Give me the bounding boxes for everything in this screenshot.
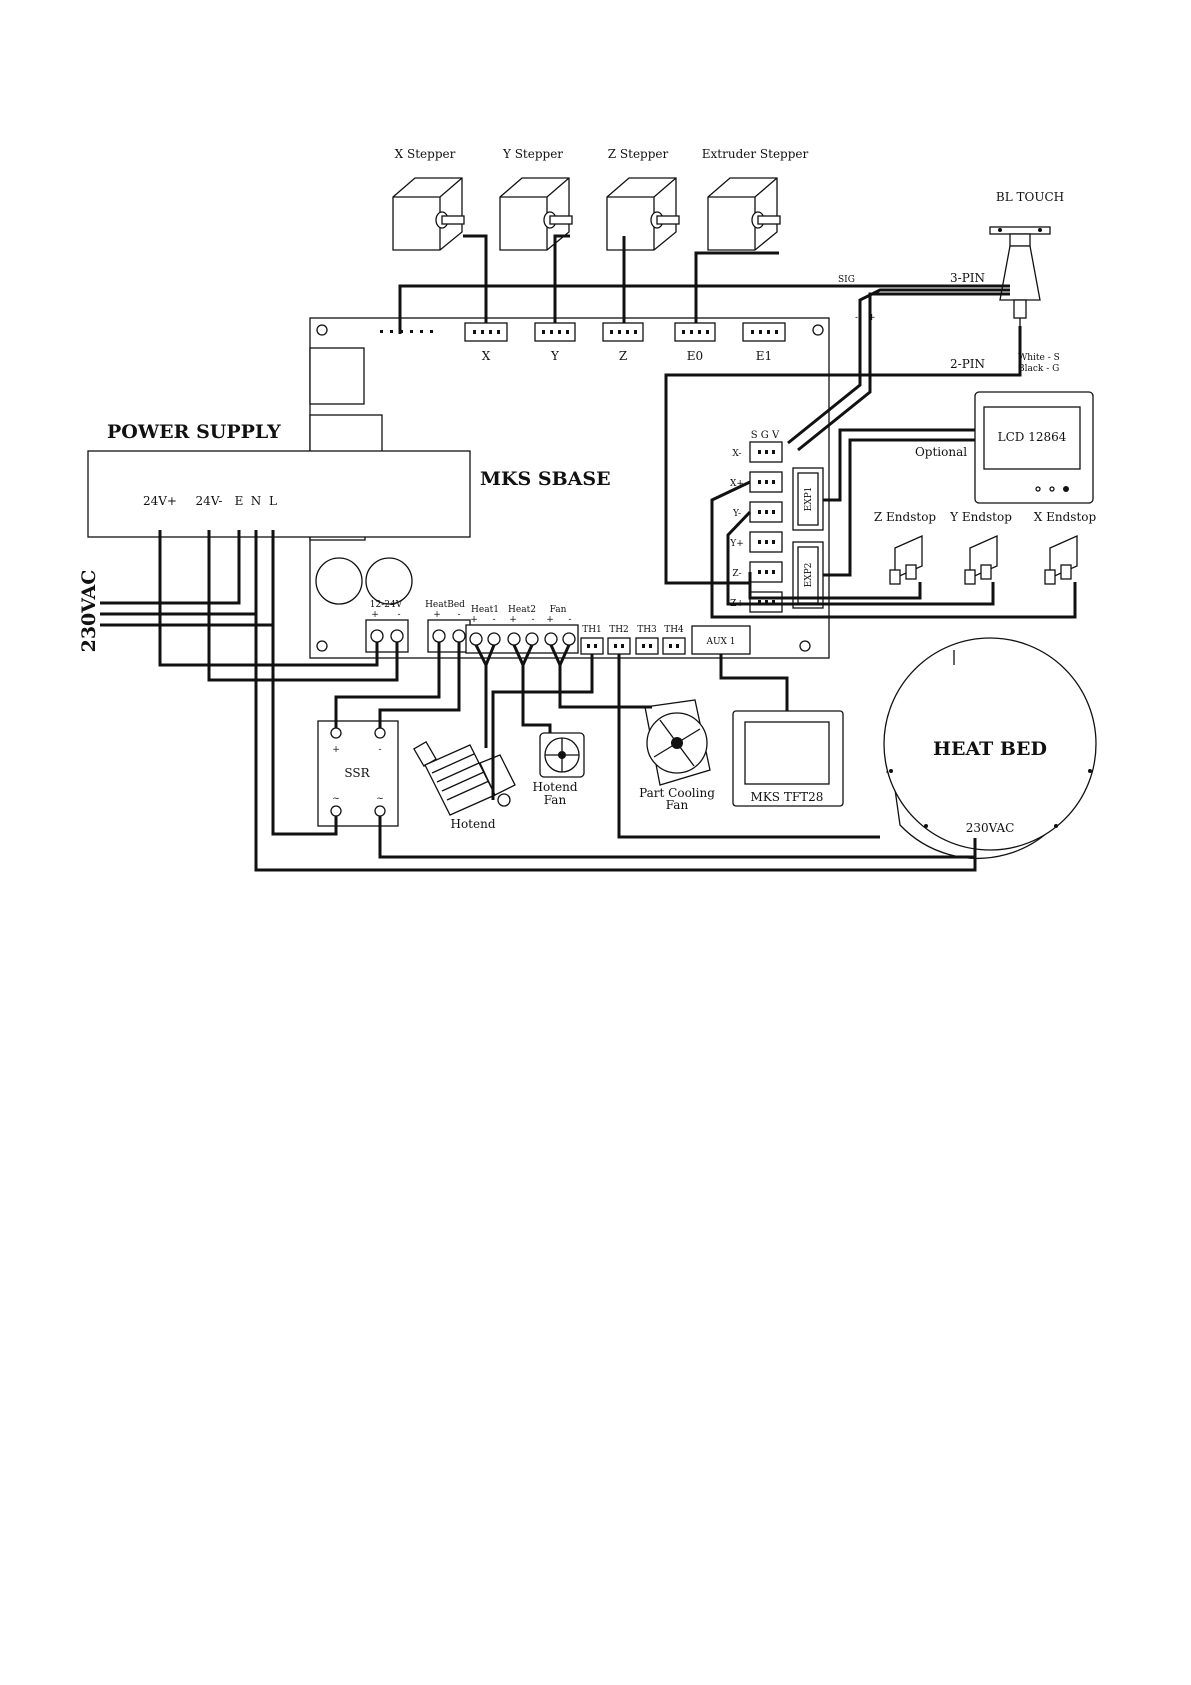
exp2-label: EXP2	[804, 563, 814, 588]
part-cooling-fan: Part Cooling Fan	[639, 699, 715, 812]
port-z: Z	[619, 349, 627, 363]
th2-label: TH2	[609, 625, 629, 635]
th4-label: TH4	[664, 625, 684, 635]
endstop-ports: S G V X- X+ Y- Y+ Z- Z+	[729, 430, 783, 613]
board-title: MKS SBASE	[480, 468, 611, 490]
port-e0: E0	[687, 349, 703, 363]
th1-label: TH1	[582, 625, 602, 635]
bltouch-2pin: 2-PIN	[950, 357, 985, 371]
power-supply-title: POWER SUPPLY	[107, 421, 281, 443]
motor-ports: X Y Z E0 E1	[464, 322, 786, 363]
hotend-fan: Hotend Fan	[532, 732, 585, 807]
bltouch-labels: SIG 3-PIN - + 2-PIN White - S Black - G	[838, 271, 1060, 374]
wires	[100, 234, 1077, 872]
bltouch-white: White - S	[1018, 353, 1060, 363]
endstop-port-y-plus: Y+	[729, 539, 743, 549]
bltouch-sig: SIG	[838, 275, 855, 285]
psu-term-24vminus: 24V-	[196, 494, 223, 508]
z-stepper-label: Z Stepper	[608, 147, 669, 161]
endstop-port-z-minus: Z-	[732, 569, 741, 579]
heat-bed: HEAT BED 230VAC	[883, 637, 1097, 860]
svg-text:-: -	[492, 615, 495, 625]
heat2-label: Heat2	[508, 605, 536, 615]
endstop-port-x-plus: X+	[730, 479, 744, 489]
extruder-stepper-label: Extruder Stepper	[702, 147, 809, 161]
z-endstop-label: Z Endstop	[874, 510, 937, 524]
svg-text:+: +	[433, 610, 441, 620]
x-stepper: X Stepper	[392, 147, 465, 251]
svg-text:~: ~	[376, 794, 384, 804]
heatbed-term-label: HeatBed	[425, 600, 465, 610]
svg-text:-: -	[531, 615, 534, 625]
svg-text:+: +	[546, 615, 554, 625]
psu-term-24vplus: 24V+	[143, 494, 177, 508]
z-stepper: Z Stepper	[606, 147, 680, 251]
x-endstop-label: X Endstop	[1034, 510, 1097, 524]
part-fan-label-1: Part Cooling	[639, 786, 715, 800]
psu-term-n: N	[251, 494, 262, 508]
svg-text:-: -	[457, 610, 460, 620]
heat1-label: Heat1	[471, 605, 499, 615]
exp1-label: EXP1	[804, 487, 814, 512]
port-e1: E1	[756, 349, 772, 363]
svg-text:+: +	[509, 615, 517, 625]
svg-text:-: -	[568, 615, 571, 625]
hotend: Hotend	[413, 740, 516, 831]
extruder-stepper: Extruder Stepper	[702, 147, 809, 251]
part-fan-label-2: Fan	[666, 798, 689, 812]
vin-label: 12-24V	[370, 600, 403, 610]
bltouch: BL TOUCH	[989, 190, 1064, 326]
mains-label: 230VAC	[78, 570, 100, 653]
y-endstop-label: Y Endstop	[949, 510, 1012, 524]
bltouch-3pin: 3-PIN	[950, 271, 985, 285]
port-y: Y	[550, 349, 560, 363]
fan-label: Fan	[550, 605, 567, 615]
power-terminals: 12-24V + - HeatBed + - Heat1 Heat2 Fan +…	[365, 600, 579, 654]
th3-label: TH3	[637, 625, 657, 635]
heatbed-voltage: 230VAC	[966, 821, 1015, 835]
y-stepper-label: Y Stepper	[502, 147, 563, 161]
endstop-port-y-minus: Y-	[732, 509, 741, 519]
y-stepper: Y Stepper	[499, 147, 573, 251]
bltouch-black: Black - G	[1018, 364, 1059, 374]
lcd-12864: LCD 12864 Optional	[915, 391, 1094, 504]
hotend-label: Hotend	[450, 817, 495, 831]
svg-text:+: +	[371, 610, 379, 620]
aux1-label: AUX 1	[705, 637, 735, 647]
lcd-optional: Optional	[915, 445, 967, 459]
psu-term-e: E	[235, 494, 244, 508]
endstop-header: S G V	[751, 430, 780, 441]
ssr: + - ~ ~ SSR	[317, 720, 399, 827]
power-supply: POWER SUPPLY 24V+ 24V- E N L 230VAC	[78, 421, 471, 653]
hotend-fan-label-2: Fan	[544, 793, 567, 807]
svg-text:-: -	[855, 313, 858, 323]
heatbed-label: HEAT BED	[933, 738, 1047, 760]
psu-term-l: L	[269, 494, 277, 508]
svg-text:-: -	[378, 745, 381, 755]
hotend-fan-label-1: Hotend	[532, 780, 577, 794]
svg-text:+: +	[868, 313, 876, 323]
mks-tft28: MKS TFT28	[732, 710, 844, 807]
svg-text:~: ~	[332, 794, 340, 804]
endstops: Z Endstop Y Endstop X Endstop	[874, 510, 1097, 585]
svg-text:+: +	[470, 615, 478, 625]
tft-label: MKS TFT28	[751, 790, 824, 804]
lcd-label: LCD 12864	[998, 430, 1067, 444]
endstop-port-x-minus: X-	[732, 449, 741, 459]
svg-text:-: -	[397, 610, 400, 620]
bltouch-title: BL TOUCH	[996, 190, 1064, 204]
x-stepper-label: X Stepper	[395, 147, 456, 161]
port-x: X	[482, 349, 491, 363]
ssr-label: SSR	[344, 766, 370, 780]
svg-text:+: +	[332, 745, 340, 755]
